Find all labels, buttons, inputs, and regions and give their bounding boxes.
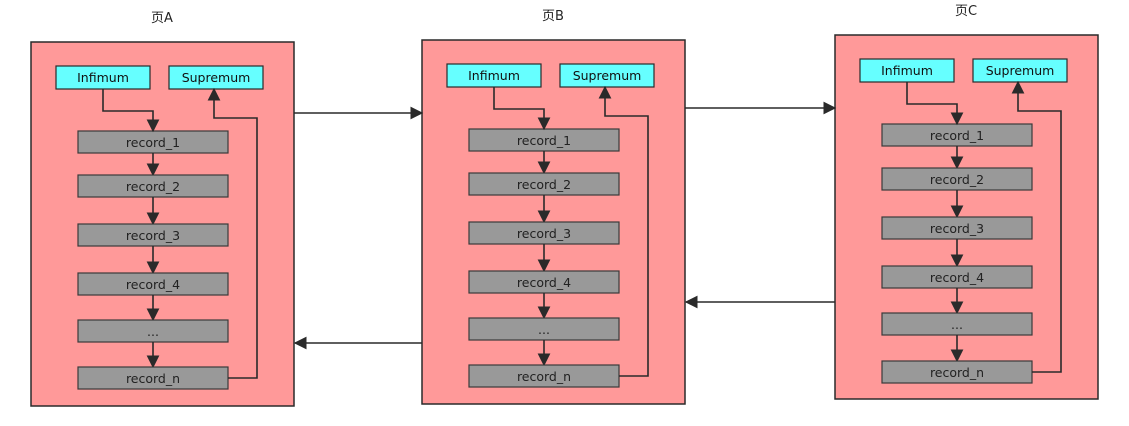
record-row: record_4 (77, 272, 229, 296)
record-row: record_2 (77, 174, 229, 198)
record-row: record_1 (468, 128, 620, 152)
record-label: record_1 (126, 135, 180, 150)
supremum-label: Supremum (986, 63, 1055, 78)
last-to-supremum-arrow (1011, 80, 1062, 373)
supremum-record: Supremum (972, 58, 1068, 83)
page-title: 页A (151, 11, 173, 26)
last-to-supremum-arrow (598, 85, 649, 377)
record-label: record_1 (930, 128, 984, 143)
record-row: record_1 (881, 123, 1033, 147)
record-label: record_3 (126, 228, 180, 243)
supremum-record: Supremum (168, 65, 264, 90)
record-row: ... (881, 312, 1033, 336)
page-title: 页C (955, 4, 977, 19)
record-label: record_4 (930, 270, 984, 285)
record-label: record_3 (517, 226, 571, 241)
record-label: record_n (930, 365, 984, 380)
record-label: ... (951, 317, 963, 332)
infimum-label: Infimum (468, 68, 520, 83)
infimum-to-first-arrow (906, 82, 964, 126)
record-label: record_4 (126, 277, 180, 292)
record-row: record_4 (468, 270, 620, 294)
page-title: 页B (542, 9, 564, 24)
record-row: record_3 (881, 216, 1033, 240)
record-row: record_1 (77, 130, 229, 154)
record-label: ... (538, 322, 550, 337)
record-label: record_n (126, 371, 180, 386)
record-row: record_3 (77, 223, 229, 247)
infimum-label: Infimum (881, 63, 933, 78)
page-1: 页B Infimum Supremum record_1 record_2 record_… (421, 9, 686, 405)
infimum-to-first-arrow (493, 87, 551, 131)
record-row: record_n (468, 364, 620, 388)
supremum-label: Supremum (573, 68, 642, 83)
record-label: record_n (517, 369, 571, 384)
infimum-record: Infimum (55, 65, 151, 90)
record-row: record_3 (468, 221, 620, 245)
record-row: record_4 (881, 265, 1033, 289)
page-2: 页C Infimum Supremum record_1 record_2 record_… (834, 4, 1099, 400)
record-label: ... (147, 324, 159, 339)
record-label: record_2 (517, 177, 571, 192)
supremum-label: Supremum (182, 70, 251, 85)
record-row: ... (468, 317, 620, 341)
infimum-record: Infimum (859, 58, 955, 83)
record-row: record_n (77, 366, 229, 390)
record-label: record_4 (517, 275, 571, 290)
record-row: ... (77, 319, 229, 343)
page-0: 页A Infimum Supremum record_1 record_2 record_… (30, 11, 295, 407)
infimum-label: Infimum (77, 70, 129, 85)
record-row: record_n (881, 360, 1033, 384)
last-to-supremum-arrow (207, 87, 258, 379)
record-label: record_2 (930, 172, 984, 187)
infimum-record: Infimum (446, 63, 542, 88)
infimum-to-first-arrow (102, 89, 160, 133)
record-row: record_2 (468, 172, 620, 196)
record-label: record_3 (930, 221, 984, 236)
supremum-record: Supremum (559, 63, 655, 88)
record-label: record_1 (517, 133, 571, 148)
record-label: record_2 (126, 179, 180, 194)
record-row: record_2 (881, 167, 1033, 191)
